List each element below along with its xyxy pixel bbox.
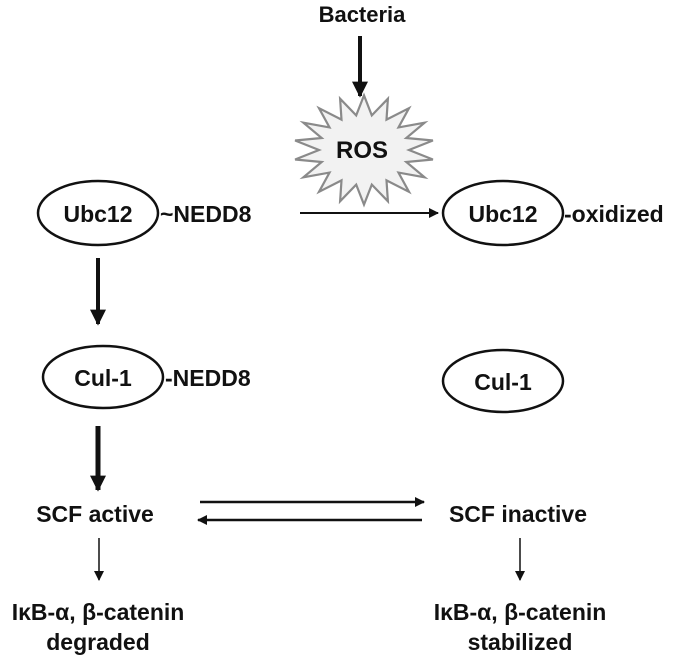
ubc12-label: Ubc12 — [63, 201, 132, 227]
cul1-right-oval — [441, 348, 565, 414]
ros-burst-shape — [294, 92, 434, 208]
ros-burst: ROS — [294, 92, 434, 208]
ubc12-oxidized-node: Ubc12 -oxidized — [441, 179, 664, 247]
ubc12-nedd8-node: Ubc12 ~NEDD8 — [36, 179, 252, 247]
left-outcome-proteins: IκB-α, β-catenin — [12, 599, 185, 625]
bacteria-label: Bacteria — [319, 2, 407, 27]
ubc12-oxidized-oval — [441, 179, 565, 247]
cul1-oval — [41, 344, 165, 410]
ubc12-oxidized-suffix: -oxidized — [564, 201, 664, 227]
ubc12-nedd8-suffix: ~NEDD8 — [160, 201, 252, 227]
ros-label: ROS — [336, 137, 388, 164]
scf-inactive-label: SCF inactive — [449, 501, 587, 527]
cul1-nedd8-node: Cul-1 -NEDD8 — [41, 344, 251, 410]
left-outcome-status: degraded — [46, 629, 150, 655]
scf-active-label: SCF active — [36, 501, 154, 527]
right-outcome-proteins: IκB-α, β-catenin — [434, 599, 607, 625]
ubc12-oval — [36, 179, 160, 247]
cul1-node: Cul-1 — [441, 348, 565, 414]
cul1-label: Cul-1 — [74, 365, 132, 391]
right-outcome-status: stabilized — [468, 629, 573, 655]
cul1-right-label: Cul-1 — [474, 369, 532, 395]
cul1-nedd8-suffix: -NEDD8 — [165, 365, 251, 391]
ubc12-oxidized-label: Ubc12 — [468, 201, 537, 227]
